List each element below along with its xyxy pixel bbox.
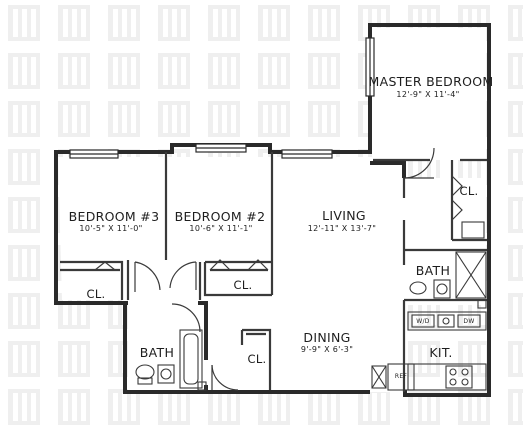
dining-name: DINING [303,330,351,345]
doors [94,147,463,391]
closet-hall-label: CL. [247,352,267,366]
refrigerator-label: REF [394,373,408,380]
living-dims: 12'-11" X 13'-7" [307,224,377,233]
washer-dryer-label: W/D [416,318,430,325]
bedroom-3-name: BEDROOM #3 [68,209,160,224]
master-bedroom-dims: 12'-9" X 11'-4" [396,90,460,99]
closet-bed3-label: CL. [86,287,106,301]
dining-dims: 9'-9" X 6'-3" [300,345,354,354]
windows [69,37,375,159]
fixtures [135,221,487,391]
bath-right-name: BATH [415,263,451,278]
closet-bed2-label: CL. [233,278,253,292]
bedroom-2-name: BEDROOM #2 [174,209,266,224]
kitchen-name: KIT. [429,345,453,360]
dishwasher-label: DW [463,318,475,325]
bedroom-2-dims: 10'-6" X 11'-1" [189,224,253,233]
closet-right-label: CL. [459,184,479,198]
living-name: LIVING [322,208,366,223]
bedroom-3-dims: 10'-5" X 11'-0" [79,224,143,233]
interior-walls [60,152,487,392]
master-bedroom-name: MASTER BEDROOM [368,74,494,89]
bath-left-name: BATH [139,345,175,360]
exterior-walls [54,23,491,397]
